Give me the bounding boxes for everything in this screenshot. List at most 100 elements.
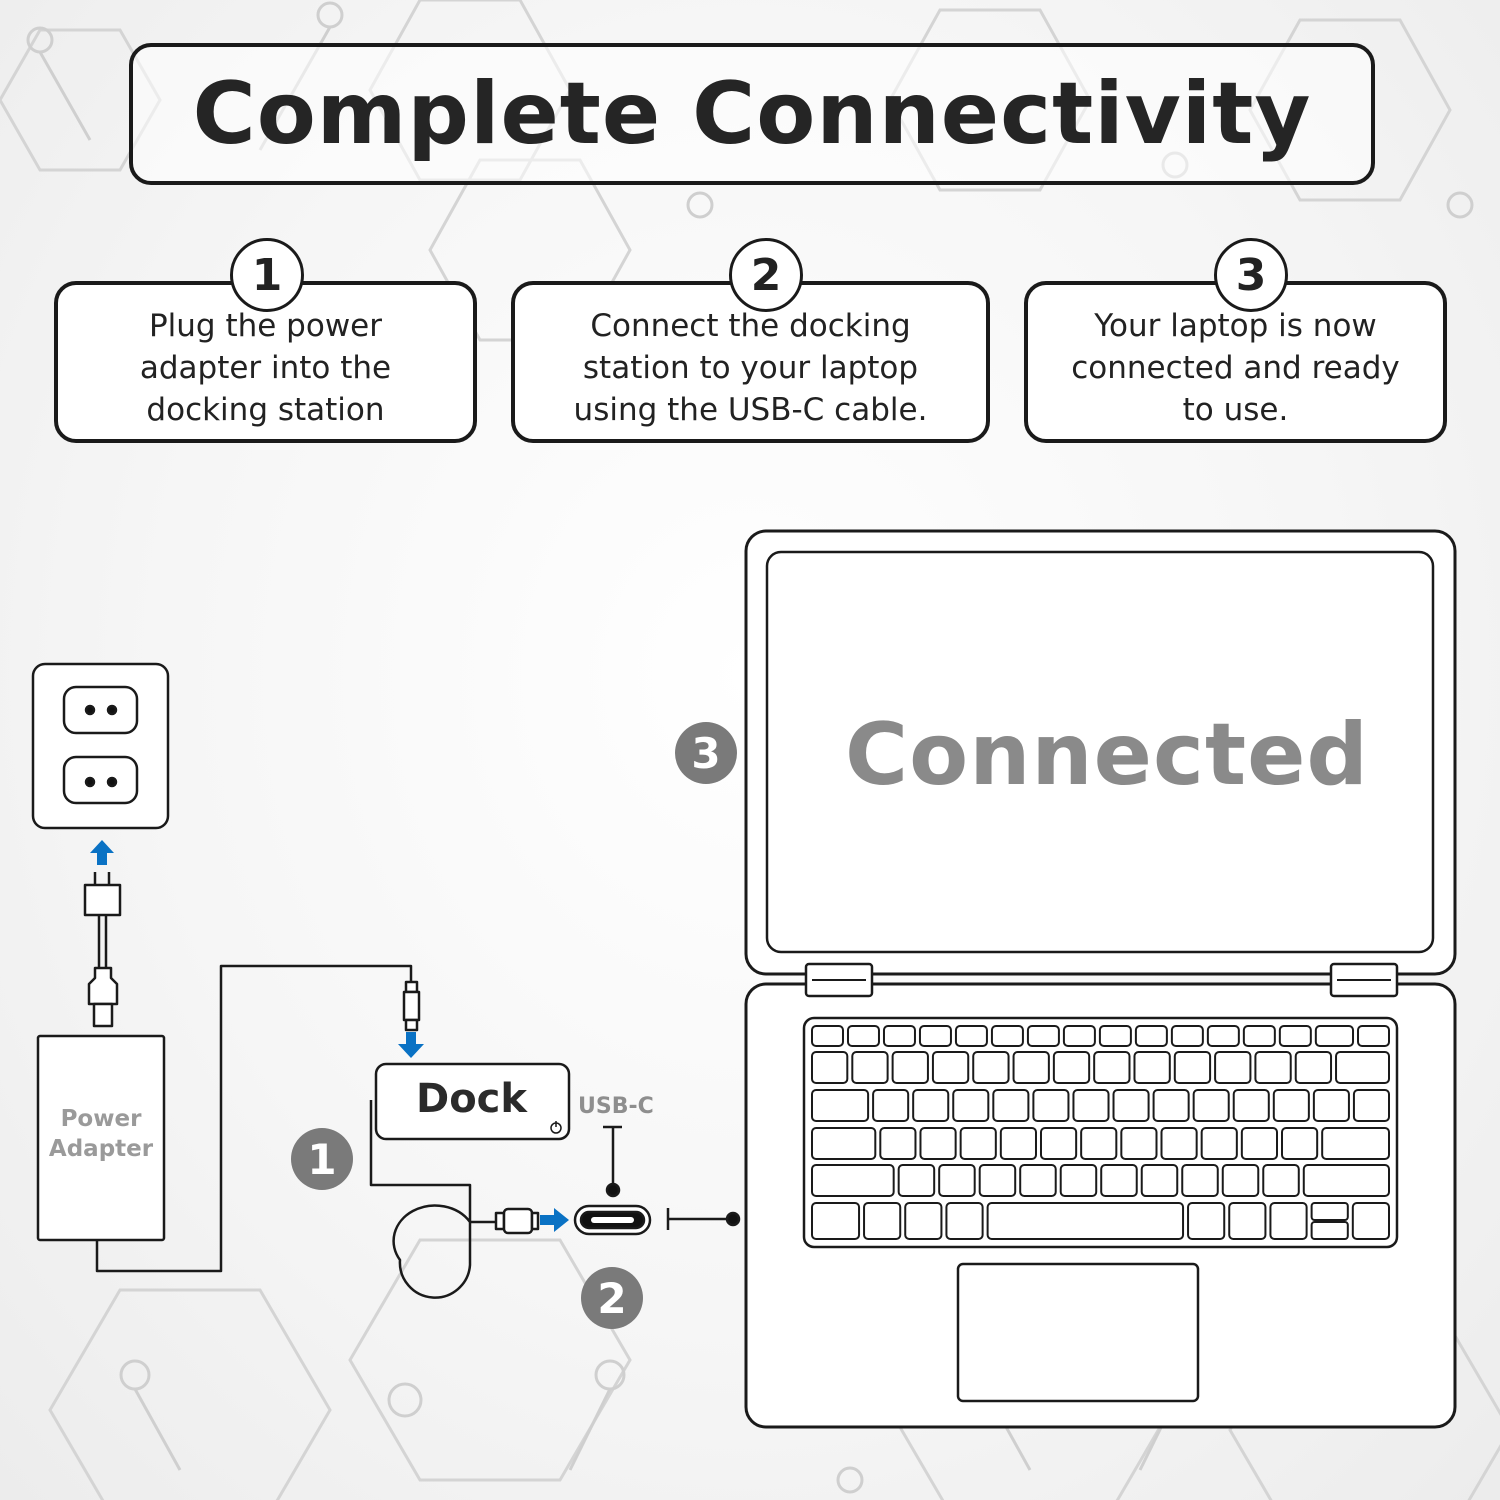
keyboard-key <box>851 1051 889 1084</box>
keyboard-key <box>999 1127 1037 1160</box>
keyboard-key <box>1093 1051 1131 1084</box>
keyboard-key <box>1278 1025 1312 1047</box>
keyboard-key <box>1192 1089 1230 1122</box>
arrow-key <box>1310 1221 1349 1240</box>
usb-c-cable <box>369 1100 496 1299</box>
keyboard-key <box>1098 1025 1132 1047</box>
keyboard-key <box>1294 1051 1333 1084</box>
keyboard-key <box>1228 1202 1267 1240</box>
keyboard-key <box>1262 1164 1300 1197</box>
keyboard-key <box>986 1202 1185 1240</box>
keyboard-key <box>1080 1127 1118 1160</box>
keyboard-key <box>891 1051 929 1084</box>
keyboard-key <box>1120 1127 1158 1160</box>
keyboard-key <box>1100 1164 1138 1197</box>
keyboard-key <box>918 1025 952 1047</box>
keyboard-key <box>1140 1164 1179 1197</box>
keyboard-key <box>1019 1164 1057 1197</box>
keyboard-key <box>811 1202 861 1240</box>
keyboard-keys <box>811 1025 1391 1240</box>
arrow-right-icon <box>540 1208 569 1232</box>
keyboard-key <box>1160 1127 1198 1160</box>
arrow-key <box>1310 1202 1349 1221</box>
keyboard-key <box>1281 1127 1319 1160</box>
keyboard-key <box>1133 1051 1171 1084</box>
arrow-up-icon <box>90 840 114 865</box>
keyboard-key <box>1269 1202 1308 1240</box>
keyboard-key <box>938 1164 976 1197</box>
keyboard-key <box>931 1051 970 1084</box>
keyboard-key <box>919 1127 957 1160</box>
keyboard-key <box>1039 1127 1078 1160</box>
keyboard-key <box>1181 1164 1219 1197</box>
keyboard-key <box>1072 1089 1110 1122</box>
step-1-number: 1 <box>230 238 304 312</box>
touchpad <box>956 1262 1200 1403</box>
keyboard-key <box>1312 1089 1350 1122</box>
wall-outlet-icon <box>31 662 170 830</box>
keyboard-key <box>811 1025 844 1047</box>
keyboard-key <box>811 1051 849 1084</box>
usb-c-plug-icon <box>494 1207 540 1235</box>
keyboard-key <box>1052 1051 1091 1084</box>
keyboard-key <box>1351 1202 1391 1240</box>
dc-plug-icon <box>402 980 421 1032</box>
keyboard-key <box>978 1164 1017 1197</box>
keyboard-key <box>1214 1051 1252 1084</box>
badge-step-2: 2 <box>581 1267 643 1329</box>
keyboard-key <box>1321 1127 1391 1160</box>
screen-connected-text: Connected <box>845 705 1369 805</box>
keyboard-key <box>904 1202 943 1240</box>
keyboard-key <box>1357 1025 1390 1047</box>
keyboard-key <box>846 1025 880 1047</box>
keyboard-key <box>863 1202 902 1240</box>
keyboard-key <box>1232 1089 1270 1122</box>
keyboard-key <box>1314 1025 1355 1047</box>
keyboard-key <box>1187 1202 1226 1240</box>
laptop-icon <box>744 529 1457 1429</box>
keyboard-key <box>1240 1127 1279 1160</box>
keyboard-key <box>1200 1127 1238 1160</box>
step-3-text: Your laptop is now connected and ready t… <box>1071 308 1400 428</box>
keyboard-key <box>945 1202 984 1240</box>
keyboard-key <box>1206 1025 1240 1047</box>
page-title: Complete Connectivity <box>192 64 1312 164</box>
keyboard-key <box>1221 1164 1260 1197</box>
power-cable <box>95 964 413 1273</box>
keyboard-key <box>954 1025 988 1047</box>
keyboard-key <box>882 1025 916 1047</box>
keyboard-key <box>1254 1051 1292 1084</box>
keyboard-key <box>1012 1051 1050 1084</box>
keyboard-key <box>1242 1025 1276 1047</box>
step-1-text: Plug the power adapter into the docking … <box>139 308 392 428</box>
keyboard-key <box>912 1089 950 1122</box>
power-adapter-icon <box>36 1034 166 1242</box>
keyboard-key <box>1026 1025 1060 1047</box>
keyboard-key <box>811 1089 870 1122</box>
wall-plug-icon <box>83 872 122 1028</box>
keyboard-key <box>879 1127 917 1160</box>
power-adapter-label: Power Adapter <box>48 1106 154 1162</box>
keyboard-key <box>1352 1089 1391 1122</box>
keyboard-key <box>1152 1089 1190 1122</box>
keyboard-key <box>1032 1089 1070 1122</box>
keyboard-key <box>1062 1025 1096 1047</box>
keyboard-key <box>811 1164 895 1197</box>
usb-c-label: USB-C <box>578 1094 654 1119</box>
dock-label: Dock <box>416 1076 527 1122</box>
keyboard-key <box>1173 1051 1212 1084</box>
keyboard-key <box>1302 1164 1390 1197</box>
keyboard-key <box>972 1051 1010 1084</box>
arrow-down-icon <box>398 1032 424 1058</box>
keyboard-key <box>897 1164 936 1197</box>
keyboard-key <box>1335 1051 1390 1084</box>
badge-step-3: 3 <box>675 722 737 784</box>
keyboard-key <box>872 1089 910 1122</box>
step-2-number: 2 <box>729 238 803 312</box>
keyboard-key <box>990 1025 1024 1047</box>
step-2-text: Connect the docking station to your lapt… <box>573 308 928 428</box>
keyboard-key <box>1134 1025 1168 1047</box>
dock-icon <box>374 1062 571 1141</box>
keyboard-key <box>1059 1164 1098 1197</box>
keyboard-key <box>959 1127 997 1160</box>
